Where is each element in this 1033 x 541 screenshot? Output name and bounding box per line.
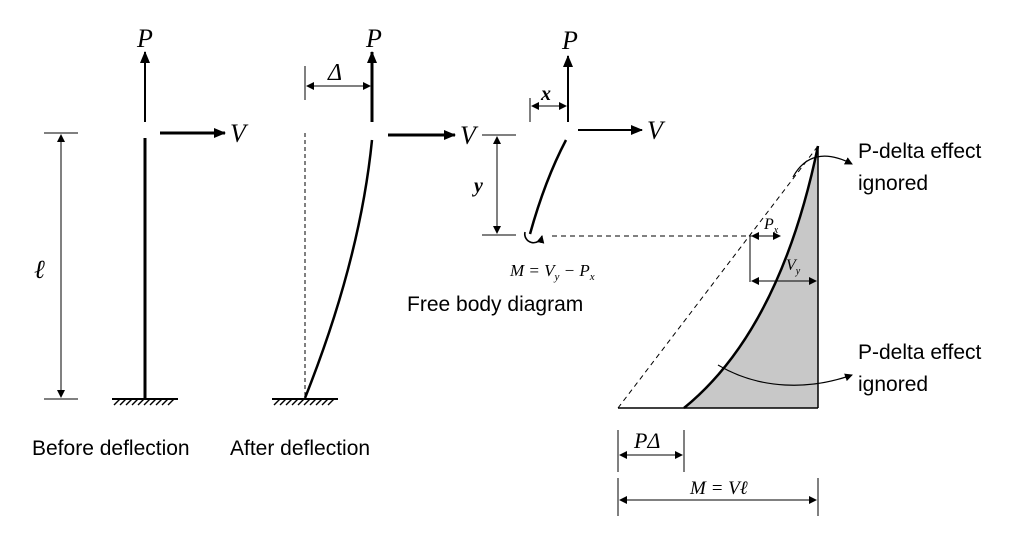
vy-label-sub: y: [795, 266, 801, 277]
moment-eq-part2: − P: [559, 261, 589, 280]
before-deflection-column: P V ℓ Before deflection: [32, 24, 249, 460]
px-label: Px: [763, 216, 779, 236]
moment-eq-sub-x: x: [589, 271, 595, 283]
second-order-moment-curve: [683, 145, 820, 409]
first-order-moment-line: [617, 145, 819, 409]
px-label-sub: x: [773, 225, 779, 236]
deflected-column: [303, 139, 374, 399]
fixed-support-hatch: [113, 398, 175, 406]
moment-eq-part1: M = V: [509, 261, 557, 280]
annotation-arrow-bottom: [717, 364, 853, 386]
vy-label-main: V: [786, 257, 798, 274]
annotation-bottom-line2: ignored: [858, 373, 928, 396]
fbd-lateral-load-label: V: [647, 116, 666, 145]
lateral-load-label-deflected: V: [460, 121, 479, 150]
fbd-column-segment: [528, 139, 568, 235]
annotation-bottom-line1: P-delta effect: [858, 341, 982, 364]
moment-arrow: [523, 231, 545, 244]
mbase-label: M = Vℓ: [689, 478, 748, 499]
pdelta-label: PΔ: [633, 428, 660, 453]
p-delta-moment-area: [684, 146, 818, 408]
caption-before-deflection: Before deflection: [32, 437, 190, 460]
annotation-top-line2: ignored: [858, 172, 928, 195]
x-label: x: [540, 83, 551, 105]
caption-after-deflection: After deflection: [230, 437, 370, 460]
annotation-top-line1: P-delta effect: [858, 140, 982, 163]
height-label: ℓ: [34, 255, 45, 284]
y-label: y: [472, 175, 483, 197]
fbd-axial-load-label: P: [561, 26, 578, 55]
after-deflection-column: P V Δ After deflection: [230, 24, 479, 460]
annotation-arrow-top: [792, 155, 853, 178]
fixed-support-hatch-deflected: [273, 398, 335, 406]
caption-free-body-diagram: Free body diagram: [407, 293, 583, 316]
free-body-diagram: P V x y M = Vy − Px Free body diagram: [407, 26, 752, 316]
axial-load-label: P: [136, 24, 153, 53]
moment-eq-sub-y: y: [554, 271, 560, 283]
axial-load-label-deflected: P: [365, 24, 382, 53]
px-label-main: P: [763, 216, 774, 233]
vy-label: Vy: [786, 257, 801, 277]
moment-diagram: Px Vy P-delta effect ignored P-delta eff…: [617, 140, 982, 516]
lateral-load-label: V: [230, 119, 249, 148]
moment-equation: M = Vy − Px: [509, 261, 595, 283]
delta-label: Δ: [327, 60, 342, 86]
